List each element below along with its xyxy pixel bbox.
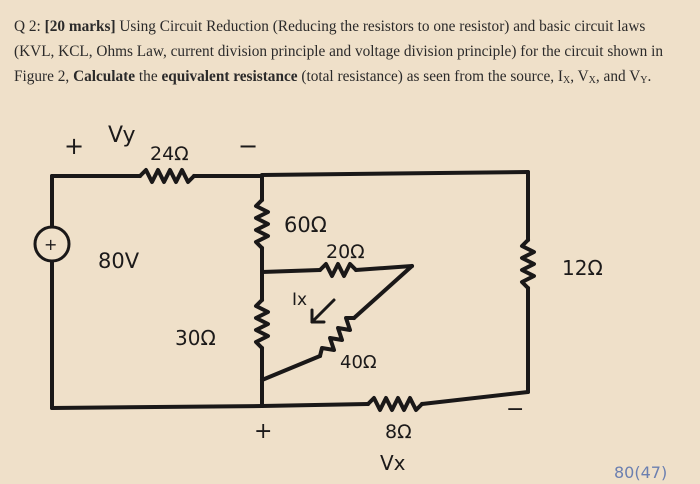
vy-subscript: Y — [640, 75, 648, 86]
voltage-source — [33, 225, 71, 263]
wire-diagonal-lower — [260, 354, 322, 382]
vx-subscript: X — [588, 75, 596, 86]
question-marks: [20 marks] — [44, 18, 116, 35]
question-text-1: Using Circuit Reduction (Reducing the re… — [14, 18, 663, 85]
corner-note: 80(47) — [614, 463, 667, 482]
question-text-4: , V — [570, 68, 589, 85]
r12-label: 12Ω — [562, 256, 603, 280]
ix-arrow-shaft — [310, 298, 336, 324]
vx-plus: + — [254, 419, 272, 444]
vx-minus: − — [506, 397, 524, 422]
resistor-30 — [254, 298, 270, 350]
ix-subscript: X — [563, 75, 571, 86]
wire-diagonal-upper — [352, 264, 414, 320]
question-number: Q 2: — [14, 18, 41, 35]
question-text-2: the — [135, 68, 162, 85]
vy-plus: + — [64, 132, 84, 160]
resistor-60 — [254, 198, 270, 250]
resistor-40 — [318, 316, 356, 358]
vy-label: Vy — [108, 123, 135, 148]
source-value-label: 80V — [98, 249, 140, 273]
r60-label: 60Ω — [284, 213, 327, 237]
vx-label: Vx — [380, 451, 406, 475]
calculate-word: Calculate — [73, 68, 136, 85]
question-text-6: . — [647, 68, 652, 85]
resistor-24 — [138, 168, 196, 184]
vy-minus: − — [238, 132, 258, 160]
r30-label: 30Ω — [175, 326, 216, 350]
ix-label: Ix — [292, 290, 307, 310]
question-text-3: (total resistance) as seen from the sour… — [297, 68, 564, 85]
r8-label: 8Ω — [385, 421, 412, 443]
r20-label: 20Ω — [326, 241, 365, 263]
wire-top-right — [260, 170, 530, 177]
r40-label: 40Ω — [340, 352, 377, 373]
resistor-8 — [366, 396, 424, 412]
ix-arrow-head — [310, 308, 326, 324]
wire-bottom-left — [50, 404, 264, 410]
wire-bottom-right — [420, 390, 530, 406]
question-text-5: , and V — [595, 68, 641, 85]
source-sign: + — [44, 235, 57, 254]
resistor-12 — [520, 238, 536, 290]
equivalent-resistance-phrase: equivalent resistance — [161, 68, 298, 85]
resistor-20 — [318, 262, 358, 278]
wire-bottom-mid — [260, 402, 370, 408]
r24-label: 24Ω — [150, 143, 189, 165]
wire-20-left — [260, 268, 322, 274]
question-text: Q 2: [20 marks] Using Circuit Reduction … — [14, 14, 686, 93]
wire-20-right — [354, 264, 414, 272]
